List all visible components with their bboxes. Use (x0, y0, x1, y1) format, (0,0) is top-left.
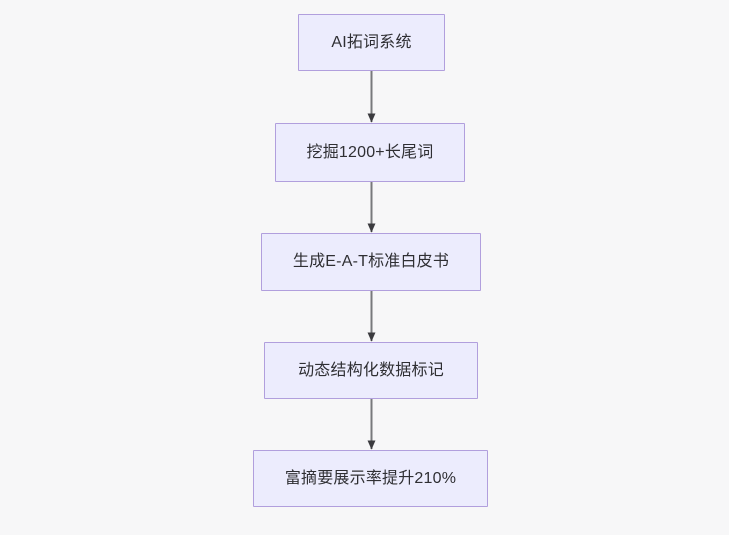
flow-node-label: 挖掘1200+长尾词 (306, 143, 434, 161)
flow-node-label: 动态结构化数据标记 (298, 361, 444, 379)
flow-node-rich-snippet-impression-lift[interactable]: 富摘要展示率提升210% (253, 450, 488, 507)
flow-node-generate-eat-whitepaper[interactable]: 生成E-A-T标准白皮书 (261, 233, 481, 291)
flow-node-label: 生成E-A-T标准白皮书 (292, 253, 450, 271)
flow-node-dynamic-structured-data-markup[interactable]: 动态结构化数据标记 (264, 342, 478, 399)
flow-node-label: AI拓词系统 (331, 33, 412, 51)
flow-node-ai-keyword-system[interactable]: AI拓词系统 (298, 14, 445, 71)
flow-node-label: 富摘要展示率提升210% (284, 469, 457, 487)
flow-node-mine-longtail-keywords[interactable]: 挖掘1200+长尾词 (275, 123, 465, 182)
